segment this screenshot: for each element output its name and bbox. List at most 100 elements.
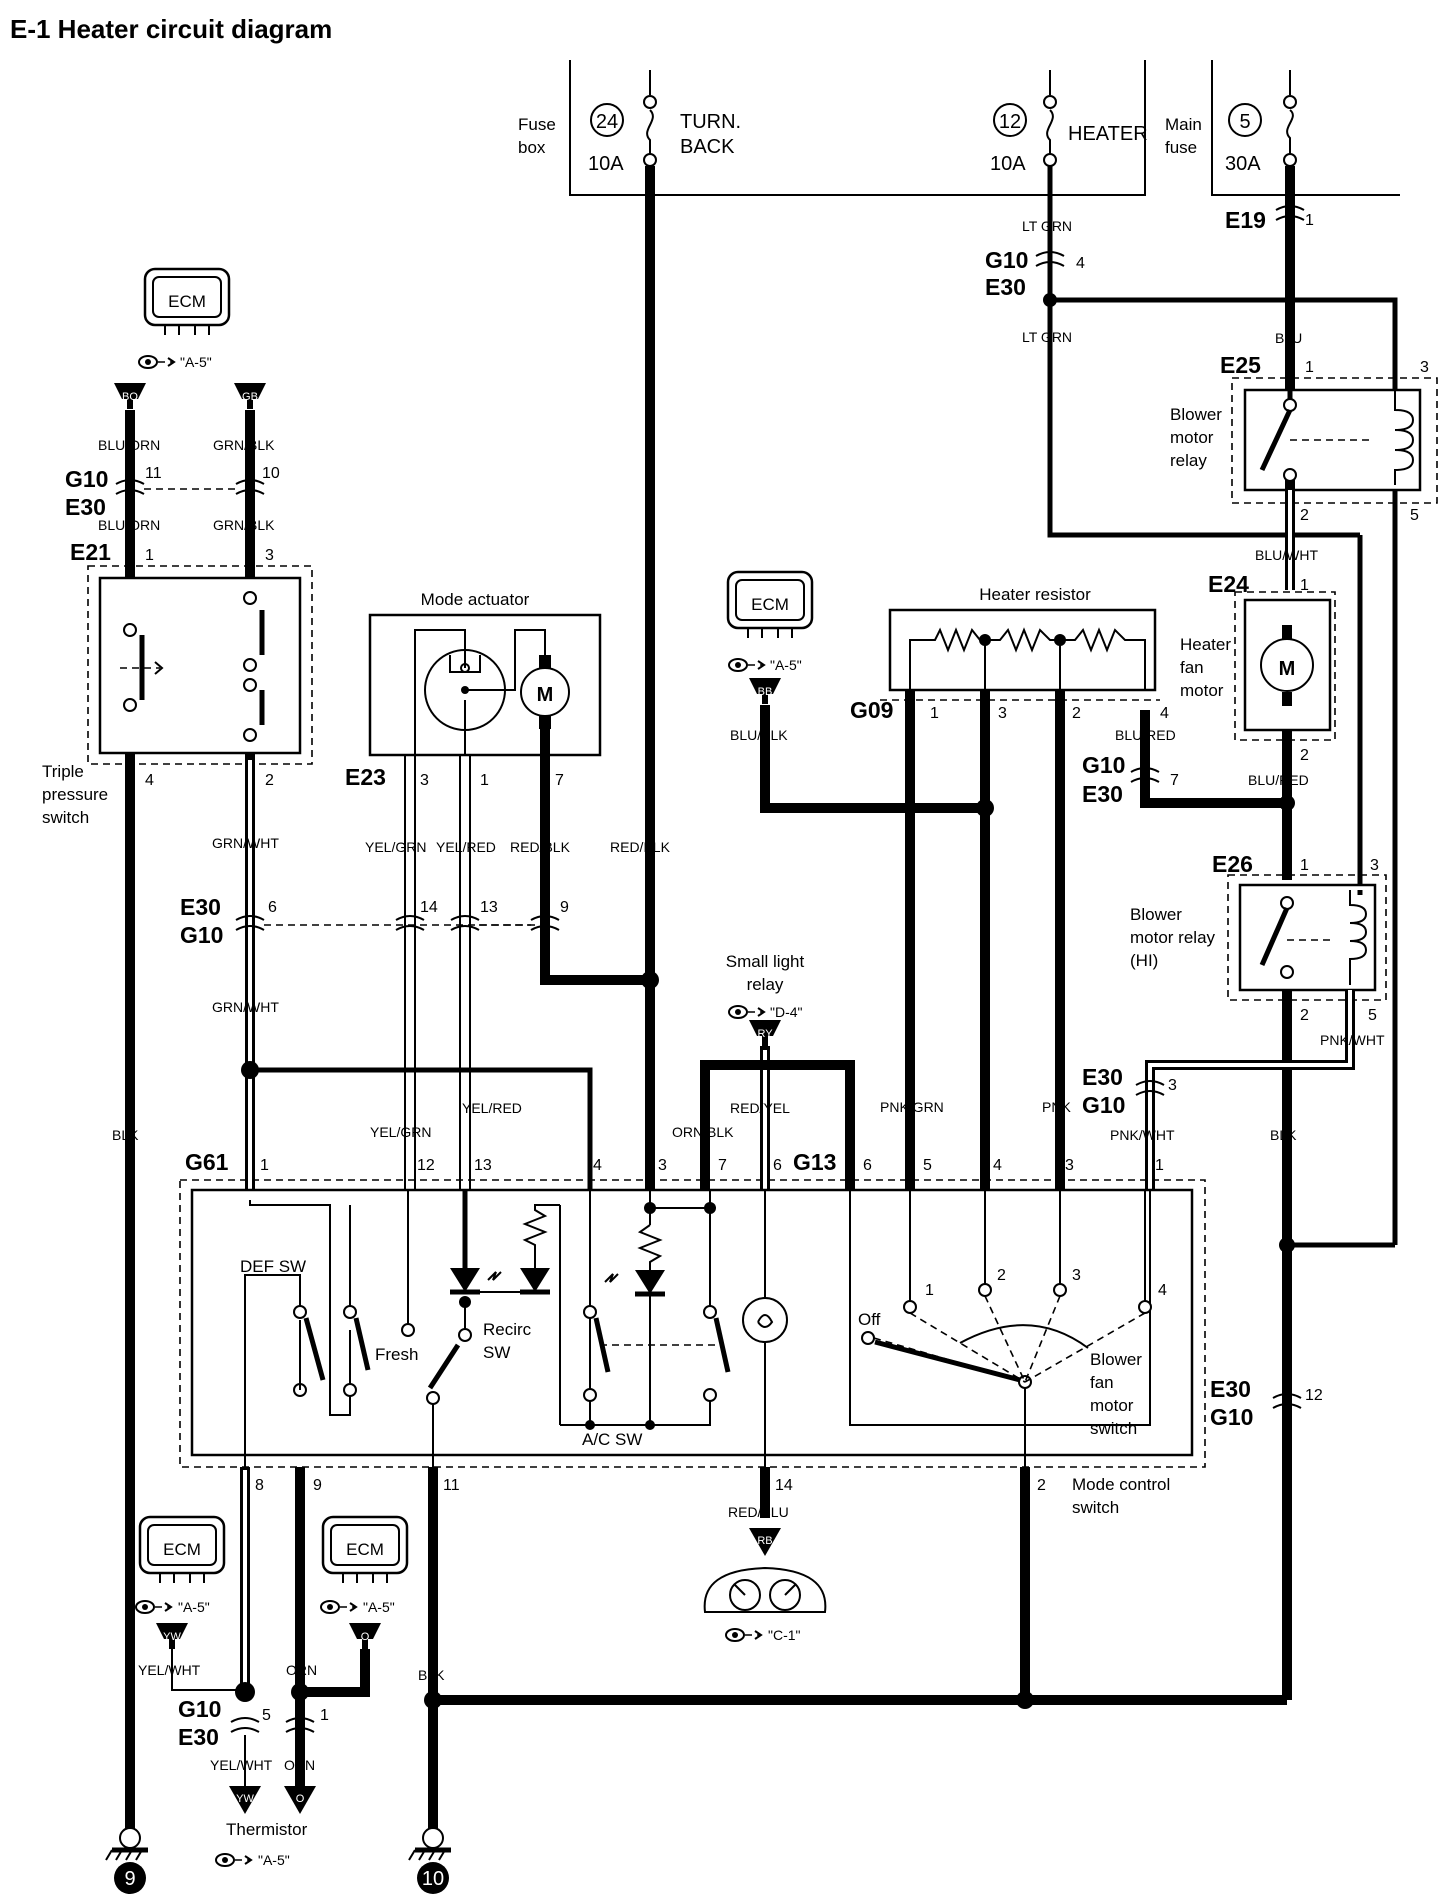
svg-text:ORN/BLK: ORN/BLK	[672, 1124, 734, 1140]
svg-text:8: 8	[255, 1477, 264, 1494]
main-fuse-label-2: fuse	[1165, 138, 1197, 157]
svg-text:Mode actuator: Mode actuator	[421, 590, 530, 609]
svg-text:motor relay: motor relay	[1130, 928, 1216, 947]
eye-ref-icon-bb	[728, 658, 765, 672]
svg-text:6: 6	[863, 1157, 872, 1174]
eye-ref-icon-o	[320, 1600, 357, 1614]
svg-text:Off: Off	[858, 1310, 881, 1329]
thermistor-label: Thermistor	[226, 1820, 308, 1839]
conn-e24: E24	[1208, 571, 1249, 597]
svg-text:3: 3	[1072, 1267, 1081, 1284]
svg-text:3: 3	[1168, 1077, 1177, 1094]
svg-text:6: 6	[268, 899, 277, 916]
ground-9: 9	[105, 1827, 148, 1894]
svg-text:2: 2	[1300, 507, 1309, 524]
fuse-24-name-2: BACK	[680, 136, 735, 158]
svg-text:4: 4	[1158, 1282, 1167, 1299]
svg-text:PNK: PNK	[1042, 1099, 1071, 1115]
svg-text:12: 12	[1305, 1387, 1323, 1404]
svg-text:E30: E30	[180, 894, 221, 920]
svg-text:O: O	[361, 1631, 370, 1643]
svg-text:14: 14	[420, 899, 438, 916]
svg-text:1: 1	[1300, 577, 1309, 594]
svg-text:RY: RY	[757, 1028, 773, 1040]
svg-text:RED/YEL: RED/YEL	[730, 1100, 790, 1116]
svg-text:BLU/ORN: BLU/ORN	[98, 517, 160, 533]
svg-text:E30: E30	[65, 494, 106, 520]
svg-text:G10: G10	[178, 1696, 221, 1722]
svg-text:7: 7	[1170, 772, 1179, 789]
conn-e19: E19	[1225, 207, 1266, 233]
wire-label-lt-grn-2: LT GRN	[1022, 329, 1072, 345]
svg-text:Triple: Triple	[42, 762, 84, 781]
svg-text:14: 14	[775, 1477, 793, 1494]
svg-text:DEF SW: DEF SW	[240, 1257, 306, 1276]
svg-text:2: 2	[1037, 1477, 1046, 1494]
blower-motor-relay-hi: Blower motor relay (HI)	[1130, 874, 1387, 1001]
svg-text:10: 10	[422, 1868, 444, 1890]
svg-text:E30: E30	[178, 1724, 219, 1750]
svg-text:1: 1	[1155, 1157, 1164, 1174]
svg-text:4: 4	[993, 1157, 1002, 1174]
heater-resistor: Heater resistor	[888, 585, 1157, 692]
svg-text:relay: relay	[747, 975, 784, 994]
conn-e21: E21	[70, 539, 111, 565]
conn-g09: G09	[850, 697, 893, 723]
svg-text:Small light: Small light	[726, 952, 805, 971]
fuse-24-circle	[590, 103, 624, 137]
svg-text:GRN/WHT: GRN/WHT	[212, 835, 279, 851]
svg-text:Blower: Blower	[1170, 405, 1222, 424]
wire-label-blu-wht: BLU/WHT	[1255, 547, 1318, 563]
svg-text:"C-1": "C-1"	[768, 1627, 801, 1643]
svg-text:RB: RB	[757, 1535, 772, 1547]
svg-text:1: 1	[145, 547, 154, 564]
conn-e30-top: E30	[985, 274, 1026, 300]
svg-text:"A-5": "A-5"	[770, 657, 802, 673]
svg-text:YEL/GRN: YEL/GRN	[365, 839, 426, 855]
wire-label-blu-red-2: BLU/RED	[1115, 727, 1176, 743]
svg-text:G10: G10	[65, 466, 108, 492]
conn-e26: E26	[1212, 851, 1253, 877]
conn-g13: G13	[793, 1149, 836, 1175]
svg-text:7: 7	[718, 1157, 727, 1174]
svg-text:YEL/GRN: YEL/GRN	[370, 1124, 431, 1140]
svg-text:motor: motor	[1090, 1396, 1134, 1415]
svg-text:5: 5	[923, 1157, 932, 1174]
svg-text:switch: switch	[42, 808, 89, 827]
svg-text:E30: E30	[1082, 1064, 1123, 1090]
svg-text:BB: BB	[758, 686, 773, 698]
wire-label-red-blk: RED/BLK	[610, 839, 671, 855]
svg-text:5: 5	[1368, 1007, 1377, 1024]
mode-control-switch: DEF SW Fresh Recirc SW	[179, 1179, 1206, 1470]
svg-text:1: 1	[1300, 857, 1309, 874]
svg-text:2: 2	[1072, 705, 1081, 722]
svg-text:O: O	[296, 1793, 305, 1805]
eye-ref-icon-top	[138, 355, 175, 369]
svg-text:GRN/WHT: GRN/WHT	[212, 999, 279, 1015]
svg-text:Blower: Blower	[1090, 1350, 1142, 1369]
eye-ref-icon-yw	[135, 1600, 172, 1614]
svg-text:YEL/WHT: YEL/WHT	[138, 1662, 201, 1678]
wire-label-lt-grn-1: LT GRN	[1022, 218, 1072, 234]
mode-actuator-m-icon: M	[537, 684, 554, 706]
fan-motor-m-icon: M	[1279, 658, 1296, 680]
svg-text:3: 3	[1420, 359, 1429, 376]
svg-text:G10: G10	[1082, 752, 1125, 778]
svg-text:SW: SW	[483, 1343, 510, 1362]
svg-text:4: 4	[145, 772, 154, 789]
main-fuse-label-1: Main	[1165, 115, 1202, 134]
svg-text:3: 3	[998, 705, 1007, 722]
svg-text:BLU: BLU	[1275, 330, 1302, 346]
main-fuse-icon	[1286, 70, 1294, 160]
svg-text:5: 5	[262, 1707, 271, 1724]
svg-text:2: 2	[997, 1267, 1006, 1284]
blower-motor-relay: Blower motor relay	[1170, 300, 1438, 504]
svg-text:2: 2	[1300, 747, 1309, 764]
conn-e25: E25	[1220, 352, 1261, 378]
main-fuse-number: 5	[1239, 111, 1250, 133]
svg-text:9: 9	[124, 1868, 135, 1890]
fuse-box-label-2: box	[518, 138, 546, 157]
svg-text:switch: switch	[1072, 1498, 1119, 1517]
svg-text:3: 3	[1370, 857, 1379, 874]
